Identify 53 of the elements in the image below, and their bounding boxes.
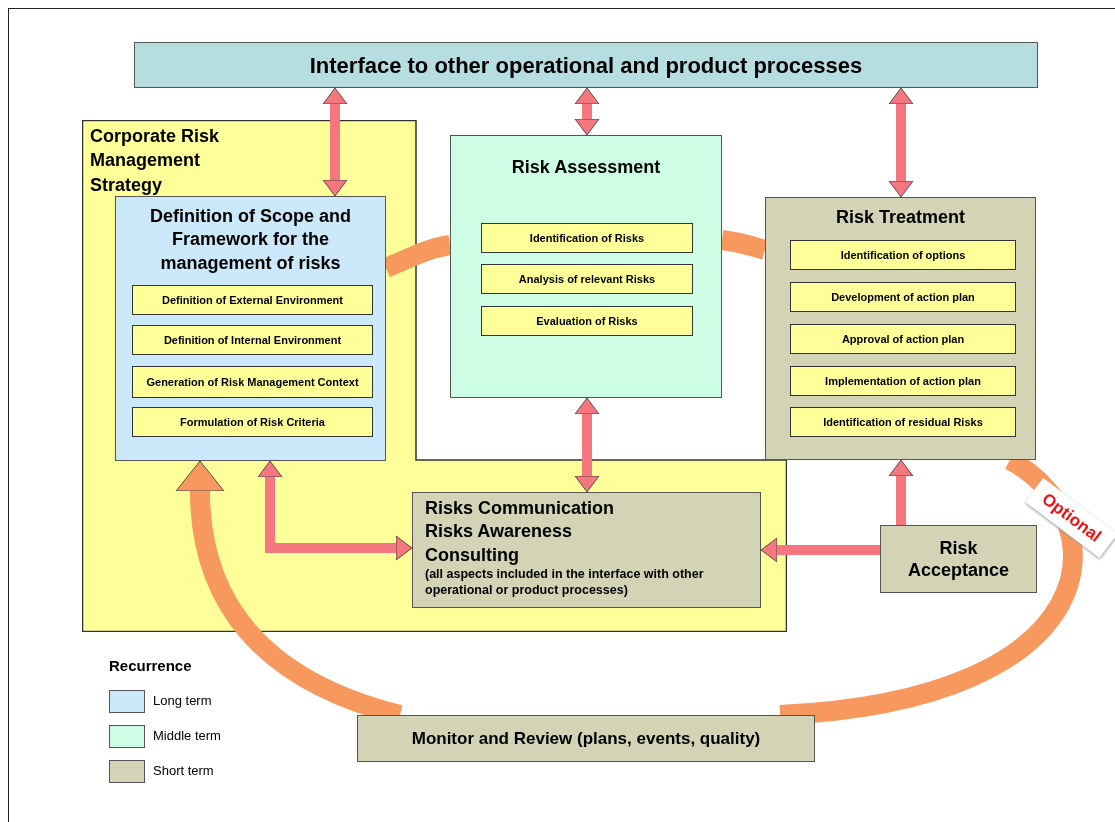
double-arrow: [888, 459, 914, 525]
box-title: Risk Assessment: [510, 156, 662, 179]
box-note: (all aspects included in the interface with other operational or product processes): [425, 567, 705, 599]
box-title: Risk Acceptance: [906, 536, 1011, 582]
legend-title: Recurrence: [109, 656, 193, 676]
step-box: [481, 223, 693, 253]
legend-label: Middle term: [153, 727, 221, 746]
box-title: Definition of External Environment: [162, 293, 343, 307]
box-title: Implementation of action plan: [825, 374, 981, 388]
double-arrow: [574, 397, 600, 493]
box-title: Generation of Risk Management Context: [146, 375, 359, 389]
box-heading: Risks Awareness: [425, 520, 574, 544]
legend-label: Short term: [153, 762, 214, 781]
box-title: Definition of Scope and Framework for the management of risks: [149, 205, 352, 275]
interface-banner: [134, 42, 1038, 88]
step-box: [790, 282, 1016, 312]
box-title: Development of action plan: [831, 290, 975, 304]
box-title: Formulation of Risk Criteria: [180, 415, 325, 429]
box-title: Interface to other operational and product processes: [309, 51, 863, 80]
communication-box: [412, 492, 761, 608]
step-box: [132, 407, 373, 437]
box-title: Monitor and Review (plans, events, quality): [411, 727, 761, 750]
short-term-box: [765, 197, 1036, 460]
double-arrow: [760, 537, 880, 563]
double-arrow: [574, 87, 600, 136]
middle-term-box: [450, 135, 722, 398]
box-heading: Risks Communication: [425, 497, 616, 520]
review-box: [357, 715, 815, 762]
step-box: [790, 324, 1016, 354]
double-arrow: [257, 460, 413, 561]
box-title: Evaluation of Risks: [536, 314, 638, 328]
step-box: [481, 264, 693, 294]
box-title: Corporate Risk Management Strategy: [89, 125, 221, 197]
step-box: [132, 325, 373, 355]
acceptance-box: [880, 525, 1037, 593]
box-title: Risk Treatment: [834, 206, 967, 229]
step-box: [132, 285, 373, 315]
double-arrow: [322, 87, 348, 197]
box-title: Approval of action plan: [841, 332, 965, 346]
box-heading: Consulting: [425, 543, 520, 567]
box-title: Identification of options: [840, 248, 966, 262]
box-title: Identification of Risks: [529, 231, 645, 245]
step-box: [481, 306, 693, 336]
step-box: [132, 366, 373, 398]
step-box: [790, 366, 1016, 396]
long-term-box: [115, 196, 386, 461]
box-title: Definition of Internal Environment: [163, 333, 342, 347]
double-arrow: [888, 87, 914, 198]
box-title: Identification of residual Risks: [823, 415, 983, 429]
box-title: Analysis of relevant Risks: [518, 272, 656, 286]
step-box: [790, 407, 1016, 437]
legend-label: Long term: [153, 692, 212, 711]
step-box: [790, 240, 1016, 270]
